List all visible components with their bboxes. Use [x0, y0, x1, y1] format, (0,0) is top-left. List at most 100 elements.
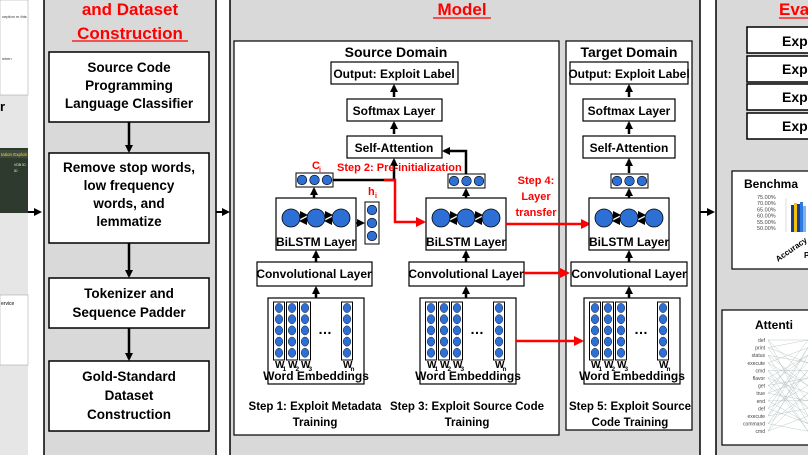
- attention-link: [767, 377, 808, 394]
- embedding-cell: [275, 303, 284, 313]
- attention-word: get: [758, 384, 766, 390]
- pipeline-3-line-1: Tokenizer and: [84, 286, 174, 301]
- word-label: W: [343, 360, 353, 371]
- strip-service: ervice: [1, 301, 15, 307]
- word-label-sub: 2: [448, 366, 452, 373]
- attention-link: [767, 377, 808, 432]
- attention-word: cmd: [756, 368, 766, 374]
- benchmark-tick: 65.00%: [757, 207, 776, 213]
- embedding-ellipsis: …: [318, 321, 332, 337]
- step1-line2: Training: [293, 417, 338, 429]
- pipeline-1-line-1: Source Code: [87, 60, 171, 75]
- hi-cell: [366, 217, 378, 229]
- word-label-sub: 3: [309, 366, 313, 373]
- embedding-cell: [604, 325, 613, 336]
- embedding-cell: [288, 303, 297, 313]
- step2-label: Step 2: Pre-initialization: [337, 162, 462, 174]
- embedding-cell: [343, 325, 352, 336]
- attention-word: cmd: [756, 429, 766, 435]
- strip-exploit-bar: tation Exploit: [1, 152, 28, 157]
- attention-link: [767, 408, 808, 424]
- benchmark-xlabel-2: P: [804, 251, 808, 260]
- target-conv-label: Convolutional Layer: [571, 267, 687, 281]
- benchmark-bar-3: [797, 204, 800, 232]
- bilstm-cell: [619, 208, 639, 228]
- embedding-cell: [453, 325, 462, 336]
- pipeline-step-stopwords: [48, 152, 210, 244]
- embedding-cell: [453, 347, 462, 358]
- benchmark-bar-1: [791, 205, 794, 232]
- embedding-cell: [591, 314, 600, 325]
- target-embed-label: Word Embeddings: [579, 369, 685, 383]
- embedding-cell: [301, 325, 310, 336]
- embedding-cell: [275, 314, 284, 325]
- vector-cell: [461, 175, 472, 187]
- attention-title: Attenti: [755, 318, 793, 332]
- embedding-cell: [301, 303, 310, 313]
- embedding-cell: [427, 314, 436, 325]
- embedding-cell: [301, 336, 310, 347]
- embedding-cell: [275, 347, 284, 358]
- ci-label: C: [312, 160, 320, 172]
- word-label: W: [275, 360, 285, 371]
- embedding-cell: [591, 336, 600, 347]
- step1-line1: Step 1: Exploit Metadata: [249, 401, 383, 413]
- dataset-header-line1: and Dataset: [82, 0, 179, 19]
- source-attention-label: Self-Attention: [355, 141, 434, 155]
- bilstm-cell: [644, 208, 664, 228]
- attention-word: def: [758, 406, 766, 412]
- source-bilstm-cells: [281, 208, 351, 228]
- vector-cell: [611, 175, 623, 187]
- middle-ci-circles: [448, 175, 485, 187]
- word-label-sub: 3: [625, 366, 629, 373]
- embedding-cell: [343, 303, 352, 313]
- benchmark-tick: 60.00%: [757, 214, 776, 220]
- embedding-cell: [275, 336, 284, 347]
- target-conv-box: [570, 261, 688, 287]
- embedding-cell: [427, 347, 436, 358]
- attention-link: [767, 347, 808, 363]
- attention-word: end: [757, 399, 766, 405]
- embedding-cell: [453, 303, 462, 313]
- target-output-label: Output: Exploit Label: [568, 67, 689, 81]
- attention-word: print: [755, 346, 765, 352]
- benchmark-ticks: 75.00%70.00%65.00%60.00%55.00%50.00%: [757, 195, 776, 232]
- source-domain-title: Source Domain: [345, 44, 448, 60]
- hi-cell: [366, 230, 378, 242]
- step3-line1: Step 3: Exploit Source Code: [390, 401, 544, 413]
- target-attention-label: Self-Attention: [590, 141, 669, 155]
- hi-label: h: [368, 186, 375, 198]
- embedding-ellipsis: …: [470, 321, 484, 337]
- vector-cell: [309, 174, 320, 186]
- bilstm-cell: [306, 208, 326, 228]
- word-label-sub: n: [351, 366, 355, 373]
- embedding-ellipsis: …: [634, 321, 648, 337]
- attention-word: status: [752, 353, 766, 359]
- attention-link: [767, 339, 808, 394]
- embedding-cell: [453, 336, 462, 347]
- step5-line2: Code Training: [592, 417, 669, 429]
- vector-cell: [636, 175, 648, 187]
- dataset-header-line2: Construction: [77, 24, 183, 43]
- benchmark-tick: 55.00%: [757, 220, 776, 226]
- embedding-cell: [440, 314, 449, 325]
- benchmark-tick: 70.00%: [757, 201, 776, 207]
- pipeline-step-gold-standard: [48, 360, 210, 432]
- word-label: W: [288, 360, 298, 371]
- hi-cell: [366, 204, 378, 216]
- eval-box-3-label: Exp: [782, 89, 808, 105]
- strip-cell-1: VDB ID: [14, 163, 26, 167]
- pipeline-4-line-2: Dataset: [105, 388, 154, 403]
- middle-embed-label: Word Embeddings: [415, 369, 521, 383]
- embedding-cell: [495, 314, 504, 325]
- step2-arrow: [384, 178, 426, 227]
- embedding-cell: [604, 303, 613, 313]
- embedding-cell: [440, 303, 449, 313]
- bilstm-cell: [481, 208, 501, 228]
- left-screenshot-strip: ception m this when r tation Exploit VDB…: [0, 0, 29, 455]
- pipeline-2-line-1: Remove stop words,: [63, 160, 195, 175]
- embedding-cell: [617, 336, 626, 347]
- source-ci-circles: [296, 174, 333, 186]
